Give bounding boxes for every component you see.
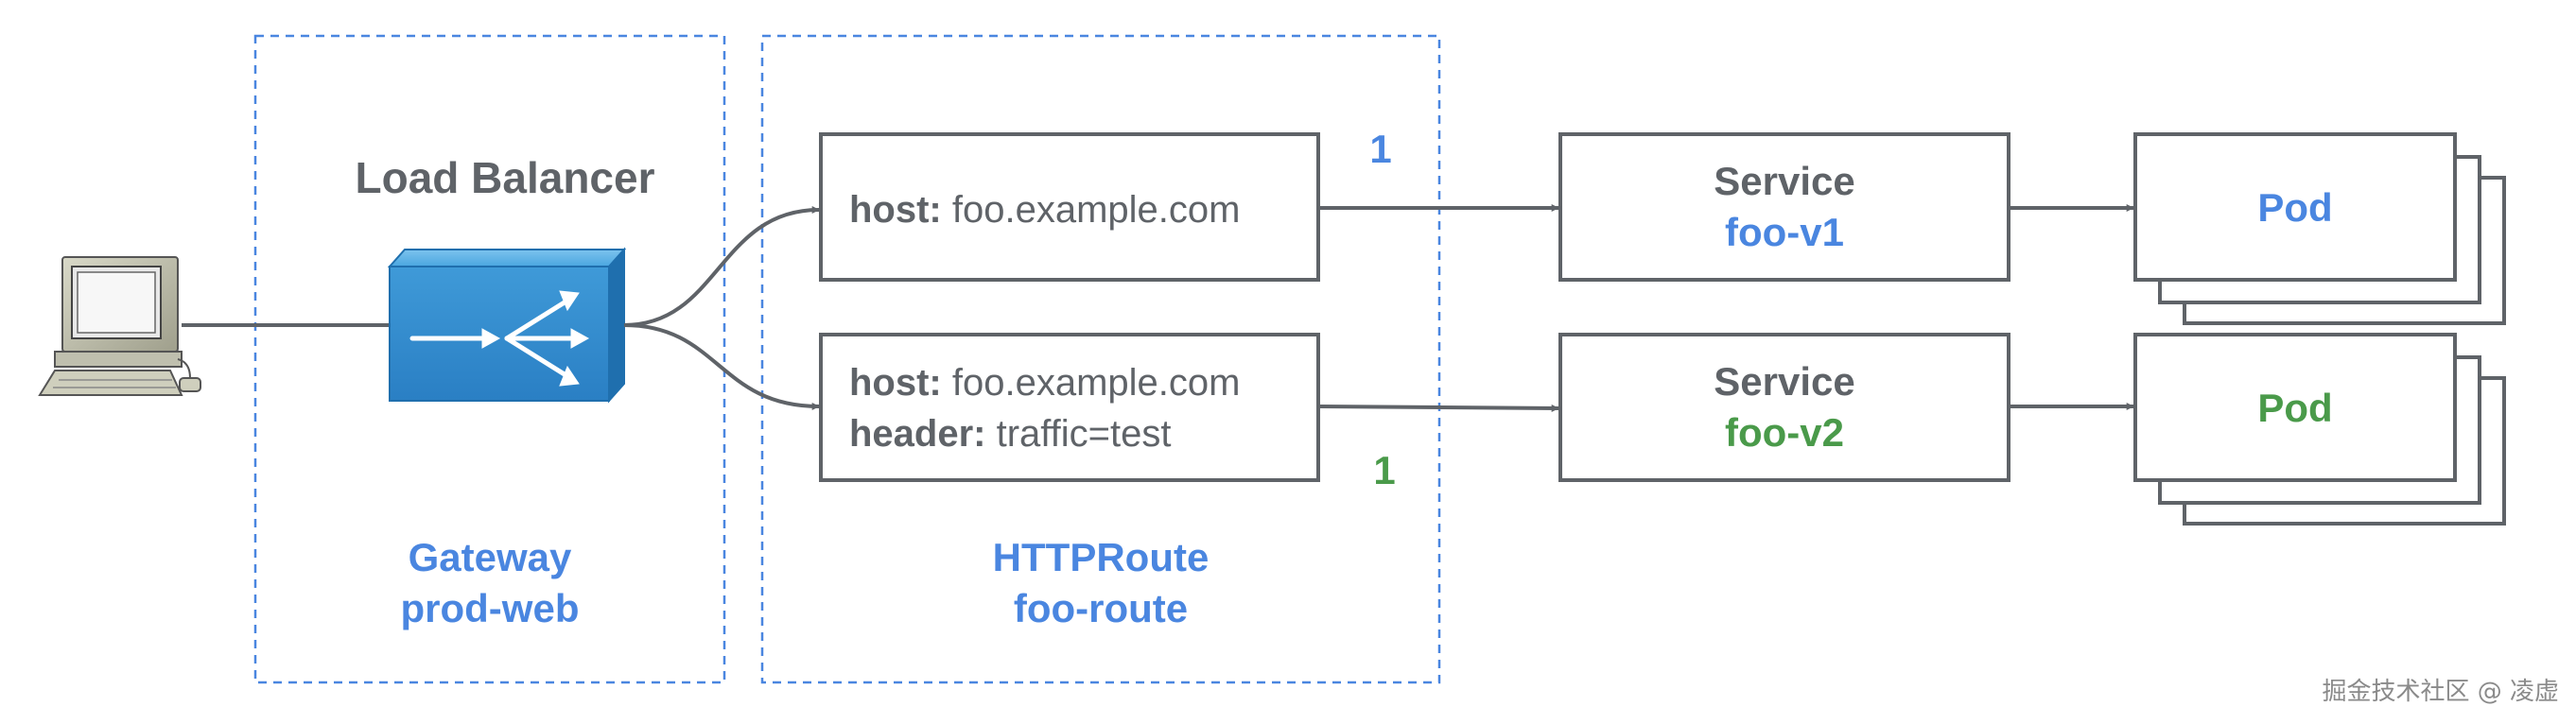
rule-1-host-value: foo.example.com <box>942 189 1241 231</box>
service-1-box: Service foo-v1 <box>1558 132 2010 282</box>
load-balancer-title: Load Balancer <box>356 153 655 202</box>
lb-to-rule-2-arrow <box>623 323 820 410</box>
rule-2-header-value: traffic=test <box>986 413 1172 455</box>
route-rule-1: host: foo.example.com <box>819 132 1320 282</box>
httproute-name-label: foo-route <box>1014 586 1188 630</box>
route-rule-2: host: foo.example.com header: traffic=te… <box>819 333 1320 482</box>
service-1-name: foo-v1 <box>1725 210 1844 254</box>
rule-2-header-text: header: traffic=test <box>849 413 1172 455</box>
watermark: 掘金技术社区 @ 凌虚 <box>2322 678 2559 706</box>
httproute-kind-label: HTTPRoute <box>993 535 1210 579</box>
rule-2-weight: 1 <box>1373 448 1395 492</box>
rule-1-host-text: host: foo.example.com <box>849 189 1240 231</box>
pod-2-label: Pod <box>2257 386 2332 430</box>
httproute-group-box <box>760 34 1441 684</box>
rule-2-host-key: host: <box>849 362 942 404</box>
rule-1-host-key: host: <box>849 189 942 231</box>
desktop-computer-icon <box>38 256 201 396</box>
load-balancer-icon <box>387 247 627 404</box>
rule-2-to-service-2-arrow <box>1319 404 1559 412</box>
rule-2-header-key: header: <box>849 413 986 455</box>
service-2-box: Service foo-v2 <box>1558 333 2010 482</box>
pod-1-label: Pod <box>2257 185 2332 230</box>
gateway-name-label: prod-web <box>401 586 580 630</box>
service-2-name: foo-v2 <box>1725 410 1844 455</box>
pod-stack-1: Pod <box>2133 132 2506 325</box>
rule-2-host-text: host: foo.example.com <box>849 362 1240 404</box>
lb-to-rule-1-arrow <box>623 206 820 327</box>
service-2-title: Service <box>1714 359 1854 404</box>
rule-1-weight: 1 <box>1369 127 1391 171</box>
pod-stack-2: Pod <box>2133 333 2506 526</box>
gateway-group-box <box>253 34 726 684</box>
gateway-kind-label: Gateway <box>409 535 572 579</box>
service-1-title: Service <box>1714 159 1854 203</box>
rule-2-host-value: foo.example.com <box>942 362 1241 404</box>
